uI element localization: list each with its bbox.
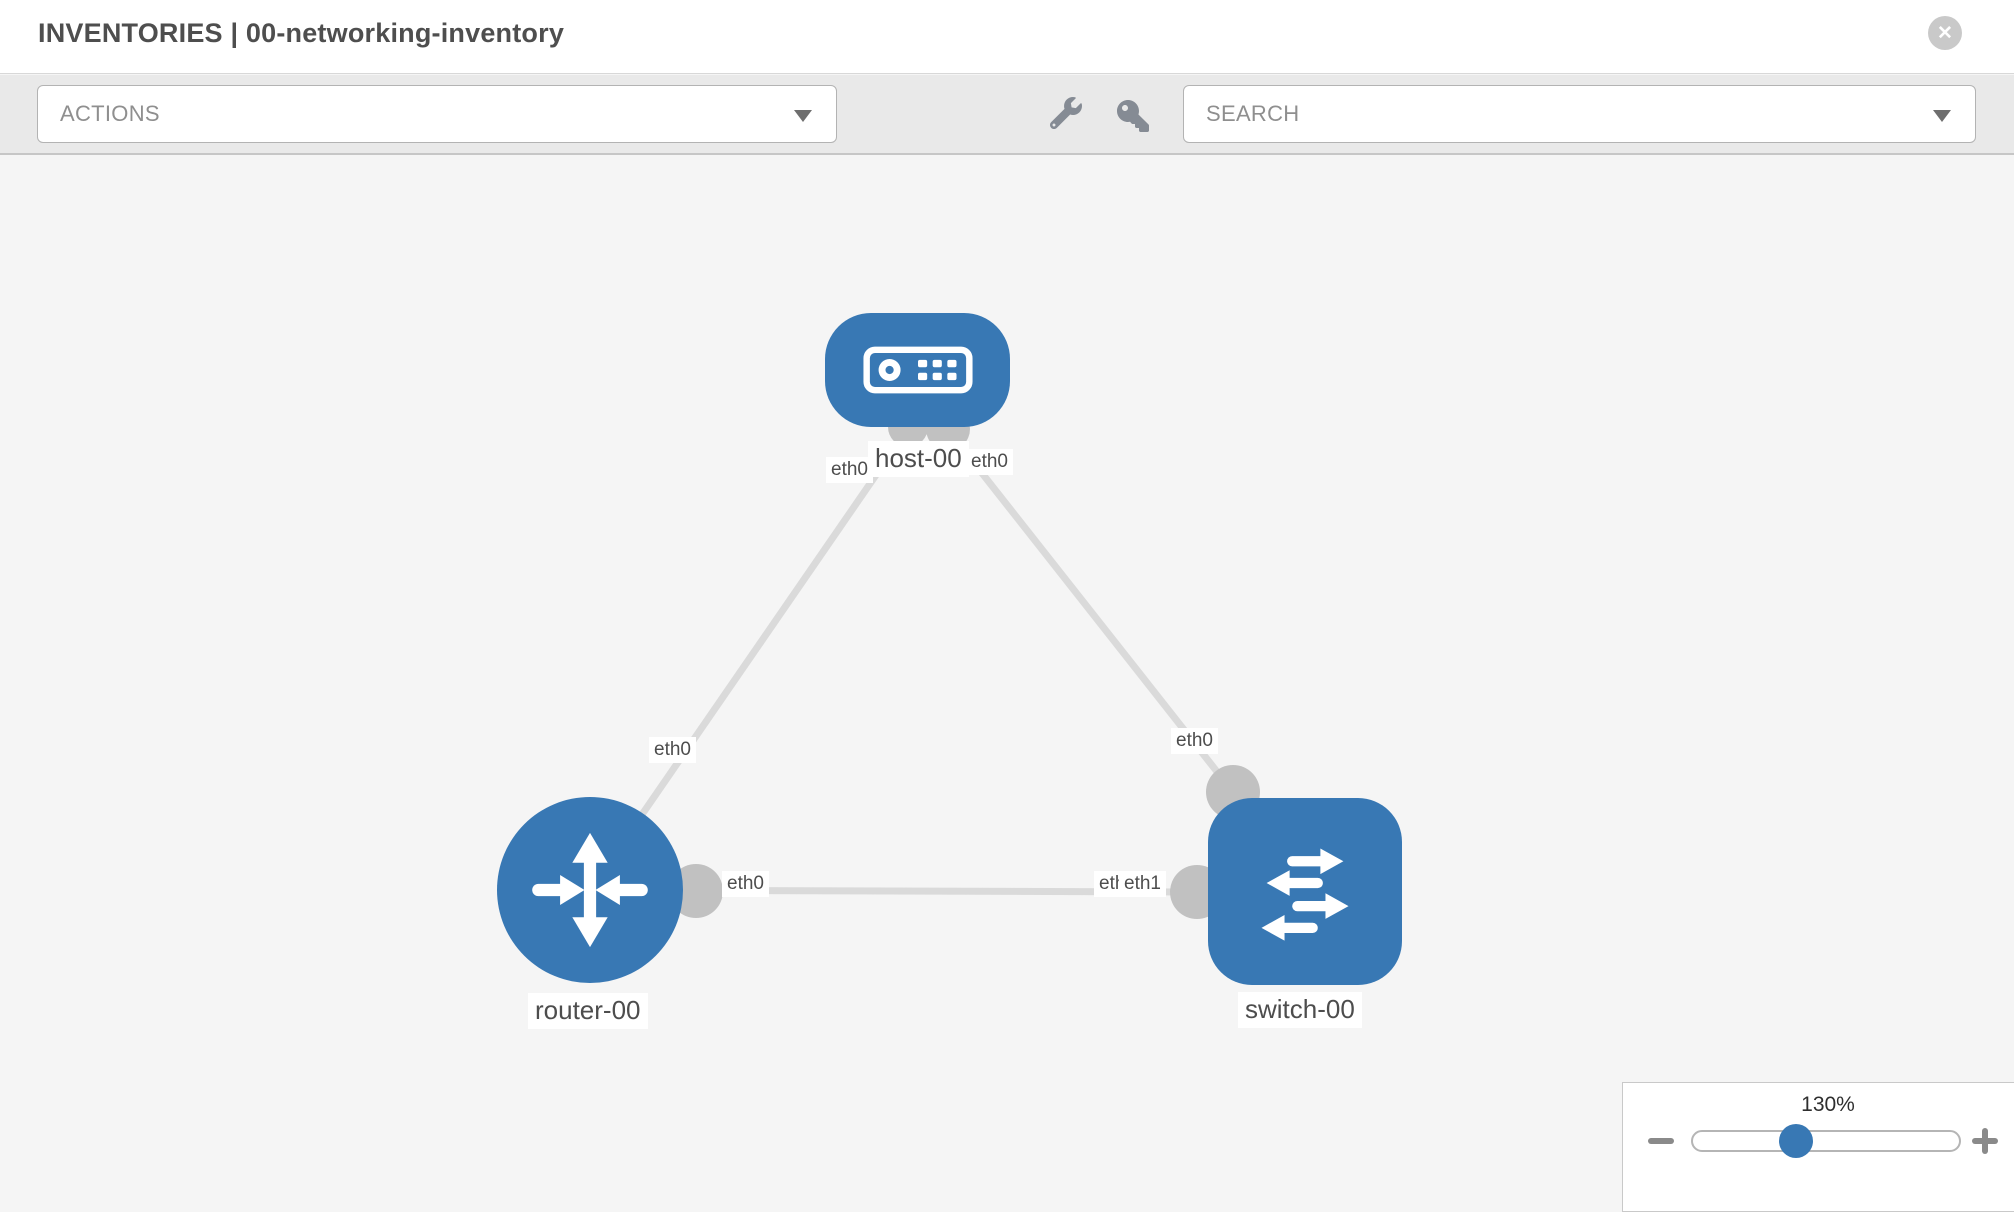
zoom-slider-thumb[interactable] [1779, 1124, 1813, 1158]
router-icon [532, 832, 648, 948]
close-icon[interactable]: ✕ [1928, 16, 1962, 50]
chevron-down-icon [1933, 110, 1951, 122]
actions-dropdown-label: ACTIONS [60, 101, 160, 126]
header-bar: INVENTORIES | 00-networking-inventory ✕ [0, 0, 2014, 74]
chevron-down-icon [794, 110, 812, 122]
node-host-00[interactable] [825, 313, 1010, 427]
iface-label: eth1 [1119, 871, 1166, 897]
iface-label: eth0 [826, 457, 873, 483]
port-router-eth0 [669, 864, 723, 918]
iface-label: eth0 [649, 737, 696, 763]
node-router-00[interactable] [497, 797, 683, 983]
node-label-switch: switch-00 [1238, 992, 1362, 1028]
key-icon[interactable] [1117, 100, 1149, 132]
zoom-level-value: 130% [1801, 1093, 1855, 1116]
node-label-router: router-00 [528, 993, 648, 1029]
node-switch-00[interactable] [1208, 798, 1402, 985]
zoom-panel: 130% [1622, 1082, 2014, 1212]
search-dropdown[interactable]: SEARCH [1183, 85, 1976, 143]
iface-label: eth0 [722, 871, 769, 897]
node-label-host: host-00 [868, 441, 969, 477]
wrench-icon[interactable] [1049, 97, 1082, 130]
search-dropdown-label: SEARCH [1206, 101, 1300, 126]
page-title: INVENTORIES | 00-networking-inventory [38, 18, 565, 48]
toolbar: ACTIONS SEARCH [0, 75, 2014, 155]
zoom-slider-track[interactable] [1691, 1130, 1961, 1152]
iface-label: eth0 [966, 449, 1013, 475]
zoom-in-button[interactable] [1971, 1127, 1999, 1155]
host-icon [862, 346, 973, 394]
actions-dropdown[interactable]: ACTIONS [37, 85, 837, 143]
topology-canvas[interactable]: host-00 router-00 switch-00 eth0 eth0 et… [0, 157, 2014, 1212]
switch-icon [1261, 847, 1349, 941]
iface-label: eth0 [1171, 728, 1218, 754]
zoom-out-button[interactable] [1647, 1127, 1675, 1155]
